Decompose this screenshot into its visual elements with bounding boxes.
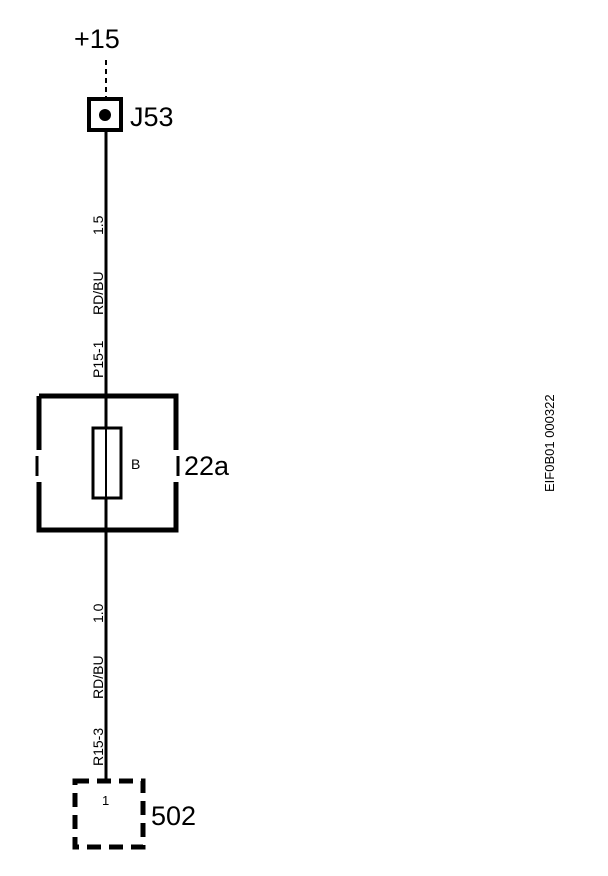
wire-lower-gauge: 1.0: [90, 603, 106, 623]
connector-j53-label: J53: [130, 102, 174, 132]
wire-upper-id: P15-1: [90, 340, 106, 378]
fuse-letter: B: [131, 456, 140, 472]
fuse-box-label: 22a: [184, 451, 230, 481]
connector-502-box: [72, 778, 146, 850]
connector-502-label: 502: [151, 801, 196, 831]
document-code: EIF0B01 000322: [542, 394, 557, 492]
supply-label: +15: [74, 24, 120, 54]
wire-lower-color: RD/BU: [90, 655, 106, 699]
wire-lower-id: R15-3: [90, 728, 106, 766]
connector-j53-dot: [99, 109, 111, 121]
connector-502-pin: 1: [102, 793, 109, 808]
wire-upper-gauge: 1.5: [90, 215, 106, 235]
wire-upper-color: RD/BU: [90, 271, 106, 315]
